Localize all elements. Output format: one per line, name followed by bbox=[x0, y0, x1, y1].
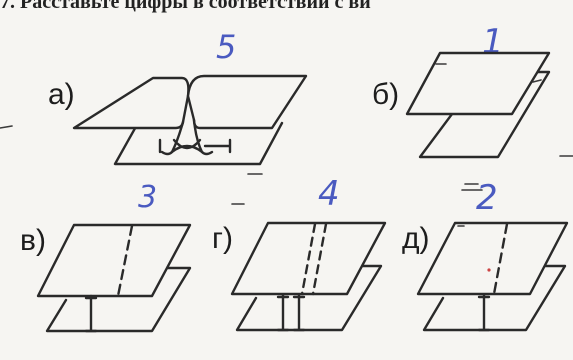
diagram-a bbox=[72, 74, 308, 166]
diagram-v-upper-sheet bbox=[36, 223, 192, 298]
diagram-g-seam-1 bbox=[300, 222, 317, 296]
diagram-g bbox=[230, 221, 387, 332]
label-b: б) bbox=[372, 78, 400, 111]
label-d: д) bbox=[402, 222, 430, 255]
diagram-a-lower-sheet bbox=[113, 121, 284, 166]
diagram-b bbox=[405, 51, 551, 159]
diagram-v bbox=[36, 223, 192, 333]
diagram-g-pin-2 bbox=[292, 293, 306, 332]
diagram-b-upper-sheet bbox=[405, 51, 551, 116]
diagram-d-seam bbox=[492, 222, 509, 296]
diagram-d-pin bbox=[477, 293, 491, 332]
task-title: 7. Расставьте цифры в соответствии с ви bbox=[0, 0, 371, 13]
answer-d: 2 bbox=[476, 178, 498, 218]
diagram-d bbox=[416, 221, 569, 332]
answer-v: 3 bbox=[138, 180, 158, 215]
answer-g: 4 bbox=[318, 174, 340, 214]
diagram-a-left-page bbox=[72, 76, 190, 130]
answer-a: 5 bbox=[216, 28, 237, 66]
diagram-v-pin bbox=[84, 294, 98, 333]
diagram-g-seam-2 bbox=[311, 222, 328, 296]
stray-marks bbox=[0, 63, 573, 227]
diagram-d-upper-sheet bbox=[416, 221, 569, 296]
diagram-a-pin bbox=[158, 138, 232, 154]
diagram-v-seam bbox=[116, 224, 134, 298]
diagram-d-dot bbox=[487, 268, 491, 272]
label-a: а) bbox=[48, 78, 75, 111]
diagram-a-crossing bbox=[170, 138, 204, 154]
diagram-g-pin-1 bbox=[276, 293, 290, 332]
diagram-a-right-page bbox=[186, 74, 308, 130]
label-v: в) bbox=[20, 224, 46, 257]
label-g: г) bbox=[212, 222, 233, 255]
